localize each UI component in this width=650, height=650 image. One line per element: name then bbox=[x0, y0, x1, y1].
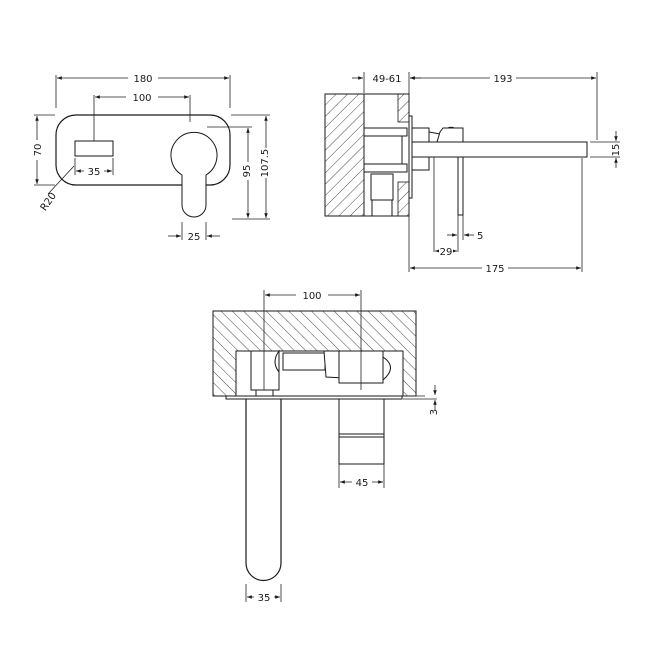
wall-section bbox=[324, 93, 365, 217]
dim-plate-thickness: 3 bbox=[429, 409, 440, 415]
dim-plate-width: 180 bbox=[133, 74, 152, 85]
top-view: 100 3 45 35 bbox=[212, 289, 440, 604]
dim-spout-projection: 175 bbox=[485, 264, 504, 275]
side-view: 49-61 193 15 5 29 175 bbox=[324, 72, 622, 275]
body-cartridge bbox=[338, 436, 385, 465]
wall-plate bbox=[55, 114, 231, 186]
back-plate-top bbox=[225, 395, 403, 400]
spout bbox=[411, 141, 588, 158]
dim-spout-thickness: 15 bbox=[611, 144, 622, 157]
dim-wall-depth: 49-61 bbox=[372, 74, 401, 85]
dim-lever-thickness: 5 bbox=[477, 231, 483, 242]
dim-body-width: 45 bbox=[356, 478, 369, 489]
lever-side bbox=[457, 156, 464, 216]
dim-top-centre-distance: 100 bbox=[302, 291, 321, 302]
dim-lever-width: 25 bbox=[188, 232, 201, 243]
dim-spout-width: 35 bbox=[258, 593, 271, 604]
dim-lever-height: 95 bbox=[242, 165, 253, 178]
dim-lever-offset: 29 bbox=[440, 247, 453, 258]
outlet-slot bbox=[74, 140, 114, 157]
dim-corner-radius: R20 bbox=[39, 191, 59, 213]
front-view: 180 100 70 35 R20 95 107.5 bbox=[31, 72, 271, 243]
dim-spout-reach: 193 bbox=[493, 74, 512, 85]
lever-handle bbox=[170, 131, 218, 218]
dim-overall-height: 107.5 bbox=[260, 149, 271, 178]
dim-outlet-width: 35 bbox=[88, 167, 101, 178]
spout-top bbox=[245, 399, 282, 582]
dim-plate-height: 70 bbox=[33, 144, 44, 157]
dim-centre-distance: 100 bbox=[132, 93, 151, 104]
